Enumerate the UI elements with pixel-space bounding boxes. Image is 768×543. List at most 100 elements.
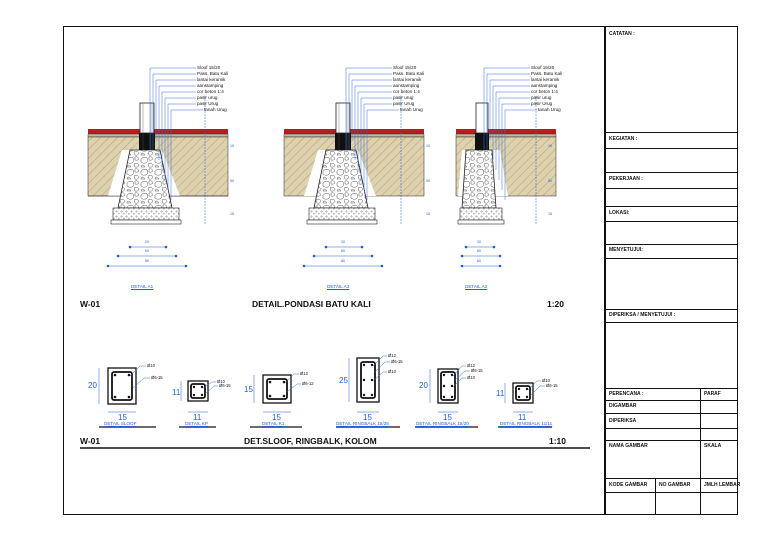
side-dim-a1-bot: 15: [230, 212, 234, 216]
callout-leaders: [149, 67, 537, 200]
sloof-bar-main: Ø10: [147, 363, 155, 368]
detail-a2-section: [455, 96, 557, 225]
kp-bar-main: Ø10: [217, 379, 225, 384]
kp-bar-stirrup: Ø6-15: [219, 383, 231, 388]
dim-a3-outer: 80: [341, 259, 345, 263]
side-dim-a2-top: 10: [548, 144, 552, 148]
sloof-height: 20: [88, 381, 97, 390]
callout-pasir-urug-2: pasir Urug: [393, 101, 415, 106]
detail-ringbalk-1525-section: [336, 357, 400, 428]
side-dim-a3-mid: 50: [426, 179, 430, 183]
lokasi-label: LOKASI:: [609, 210, 630, 216]
callout-pasir-urug-2: pasir Urug: [531, 101, 553, 106]
detail-a3-section: [283, 96, 425, 225]
rb1111-label: DETAIL RINGBALK 11/11: [500, 421, 553, 426]
callout-aanstamping: aanstamping: [197, 83, 224, 88]
callout-aanstamping: aanstamping: [393, 83, 420, 88]
sloof-section-code: W-01: [80, 436, 101, 446]
detail-ringbalk-1520-section: [415, 368, 478, 428]
pekerjaan-label: PEKERJAAN :: [609, 176, 643, 182]
rb1520-bar-main: Ø12: [467, 363, 475, 368]
dim-a2-outer: 60: [477, 259, 481, 263]
dim-a1-outer: 80: [145, 259, 149, 263]
diperiksa-label: DIPERIKSA: [609, 418, 637, 424]
kode-gambar-label: KODE GAMBAR: [609, 482, 648, 488]
catatan-label: CATATAN :: [609, 31, 635, 37]
side-dim-a3-bot: 15: [426, 212, 430, 216]
detail-a1-label: DETAIL A1: [131, 284, 154, 289]
menyetujui-label: MENYETUJUI:: [609, 247, 643, 253]
jmlh-lembar-label: JMLH LEMBAR: [704, 482, 741, 488]
k1-bar-main: Ø12: [300, 371, 308, 376]
callout-pass-batu-kali: Pass. Batu Kali: [531, 71, 563, 76]
rb1520-width: 15: [443, 413, 452, 422]
sloof-label: DETAIL SLOOF: [104, 421, 137, 426]
side-dim-a1-top: 10: [230, 144, 234, 148]
detail-sloof-section: [98, 367, 156, 428]
callout-tanah-urug: tanah Urug: [204, 107, 227, 112]
dim-a1-mid: 60: [145, 249, 149, 253]
callout-sloof: Sloof 15/20: [197, 65, 221, 70]
callout-pass-batu-kali: Pass. Batu Kali: [197, 71, 229, 76]
sloof-width: 15: [118, 413, 127, 422]
sloof-section-scale: 1:10: [549, 436, 567, 446]
kegiatan-label: KEGIATAN :: [609, 136, 638, 142]
k1-width: 15: [272, 413, 281, 422]
rb1525-bar-stirrup: Ø6-15: [391, 359, 403, 364]
callout-cor-beton: cor beton 1:4: [197, 89, 224, 94]
rb1520-bar-mid: Ø10: [467, 375, 475, 380]
callout-pasir-urug: pasir urug: [197, 95, 218, 100]
rb1520-bar-stirrup: Ø6-15: [471, 368, 483, 373]
callout-sloof: Sloof 15/20: [393, 65, 417, 70]
foundation-section-code: W-01: [80, 299, 101, 309]
rb1111-bar-main: Ø10: [542, 378, 550, 383]
callout-lantai-keramik: lantai keramik: [197, 77, 226, 82]
diperiksa-menyetujui-label: DIPERIKSA / MENYETUJUI :: [609, 312, 676, 318]
rebar-dots: [113, 363, 529, 399]
perencana-label: PERENCANA :: [609, 391, 644, 397]
sloof-details-drawing: [80, 355, 590, 449]
callout-pasir-urug: pasir urug: [393, 95, 414, 100]
rb1525-bar-main: Ø12: [388, 353, 396, 358]
side-dim-a2-bot: 15: [548, 212, 552, 216]
dim-a1-inner: 20: [145, 240, 149, 244]
k1-bar-stirrup: Ø6-12: [302, 381, 314, 386]
callout-tanah-urug: tanah Urug: [400, 107, 423, 112]
callout-pasir-urug-2: pasir Urug: [197, 101, 219, 106]
rebar-leaders: [129, 355, 545, 397]
title-block-divider: [604, 26, 606, 515]
k1-label: DETAIL K1: [262, 421, 285, 426]
callout-pasir-urug: pasir urug: [531, 95, 552, 100]
rb1520-label: DETAIL RINGBALK 15/20: [416, 421, 469, 426]
rb1525-width: 15: [363, 413, 372, 422]
callout-cor-beton: cor beton 1:4: [393, 89, 420, 94]
callout-lantai-keramik: lantai keramik: [531, 77, 560, 82]
foundation-section-scale: 1:20: [547, 299, 565, 309]
dim-a2-mid: 60: [477, 249, 481, 253]
side-dim-a2-mid: 50: [548, 179, 552, 183]
side-dim-a1-mid: 50: [230, 179, 234, 183]
callout-aanstamping: aanstamping: [531, 83, 558, 88]
callout-lantai-keramik: lantai keramik: [393, 77, 422, 82]
callout-pass-batu-kali: Pass. Batu Kali: [393, 71, 425, 76]
rb1525-label: DETAIL RINGBALK 15/25: [336, 421, 389, 426]
kp-label: DETAIL KP: [185, 421, 208, 426]
nama-gambar-label: NAMA GAMBAR: [609, 443, 648, 449]
sloof-bar-stirrup: Ø6-15: [151, 375, 163, 380]
kp-width: 11: [193, 413, 202, 422]
detail-a3-label: DETAIL A3: [327, 284, 350, 289]
dimension-lines: [108, 246, 500, 267]
rb1111-width: 11: [518, 413, 527, 422]
callout-cor-beton: cor beton 1:4: [531, 89, 558, 94]
sloof-section-title: DET.SLOOF, RINGBALK, KOLOM: [244, 436, 377, 446]
dim-a3-inner: 20: [341, 240, 345, 244]
sheet-border: [63, 26, 738, 515]
callout-tanah-urug: tanah Urug: [538, 107, 561, 112]
rb1520-height: 20: [419, 381, 428, 390]
callout-sloof: Sloof 15/20: [531, 65, 555, 70]
rb1111-bar-stirrup: Ø6-15: [546, 383, 558, 388]
detail-a2-label: DETAIL A2: [465, 284, 488, 289]
dimension-ticks: [106, 245, 502, 268]
no-gambar-label: NO GAMBAR: [659, 482, 691, 488]
